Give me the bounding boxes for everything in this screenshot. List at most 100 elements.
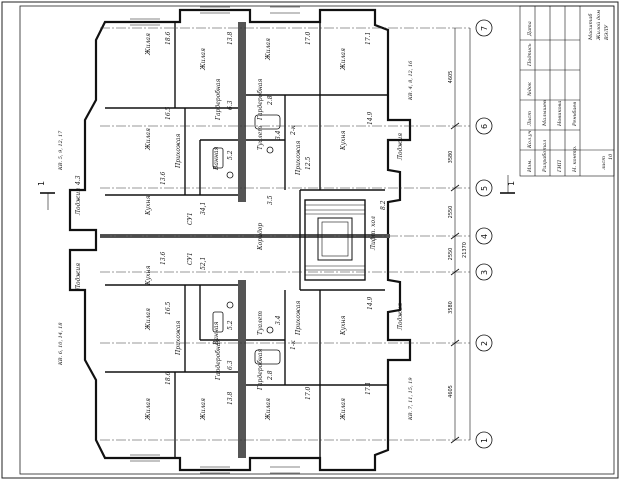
area-25: 17.0 bbox=[305, 386, 312, 400]
room-kitchen-2: Кухня bbox=[145, 196, 152, 216]
axis-bubble bbox=[475, 19, 493, 37]
tb-extra: Жилой дом bbox=[596, 10, 602, 41]
apt-type-2: 1-к bbox=[290, 340, 297, 350]
room-hall-3: Прихожая bbox=[175, 321, 182, 356]
area-15: 8.2 bbox=[380, 200, 387, 210]
interior-walls bbox=[105, 22, 388, 458]
room-living-7: Жилая bbox=[145, 398, 152, 421]
tb-format: ВЭЛУ bbox=[604, 24, 610, 41]
area-23: 18.6 bbox=[165, 371, 172, 385]
bathtubs bbox=[212, 114, 281, 365]
area-12: 13.6 bbox=[160, 171, 167, 185]
series-label-3: КВ. 4, 8, 12, 16 bbox=[408, 60, 414, 101]
room-hall-2: Прихожая bbox=[295, 141, 302, 176]
room-loggia-3: Лоджия bbox=[75, 263, 82, 291]
windows bbox=[130, 6, 300, 474]
apt-sq-1: 34,1 bbox=[200, 202, 207, 215]
apt-type-1: 2-к bbox=[290, 125, 297, 136]
room-kitchen-1: Кухня bbox=[340, 131, 347, 151]
axis-dimension-label: 3580 bbox=[448, 151, 454, 164]
area-8: 5.2 bbox=[227, 150, 234, 160]
room-kitchen-4: Кухня bbox=[340, 316, 347, 336]
area-6: 6.3 bbox=[227, 100, 234, 110]
area-17: 16.5 bbox=[165, 301, 172, 315]
apt-cf-1: СУ1 bbox=[187, 212, 194, 225]
area-4: 17.1 bbox=[365, 32, 372, 45]
axis-bubble bbox=[475, 431, 493, 449]
room-labels: Жилая 13.8 Жилая 18.6 Жилая 17.0 Жилая 1… bbox=[75, 31, 404, 421]
room-closet-1: Гардеробная bbox=[215, 79, 222, 121]
tb-role-3: Н. контр. bbox=[572, 145, 578, 173]
axis-bubble bbox=[475, 334, 493, 352]
room-corridor: Коридор bbox=[257, 223, 264, 251]
area-20: 3.4 bbox=[275, 315, 282, 325]
room-wc-2: Туалет bbox=[257, 311, 264, 335]
apt-cf-2: СУ1 bbox=[187, 252, 194, 265]
room-lift-hall: Лифт. хол bbox=[370, 216, 377, 251]
axis-bubble-label: 3 bbox=[480, 270, 489, 275]
area-26: 17.1 bbox=[365, 382, 372, 395]
area-21: 2.8 bbox=[267, 370, 274, 381]
area-19: 6.3 bbox=[227, 360, 234, 370]
tb-role-1: Разработал bbox=[541, 140, 548, 173]
tb-name-3: Реньбаев bbox=[571, 102, 578, 127]
stair-core bbox=[304, 199, 366, 281]
axis-bubble bbox=[475, 117, 493, 135]
tb-row-4: №док bbox=[527, 82, 533, 97]
area-2: 18.6 bbox=[165, 31, 172, 45]
section-mark-label-right: 1 bbox=[507, 181, 516, 186]
room-closet-4: Гардеробная bbox=[257, 349, 264, 391]
room-living-9: Жилая bbox=[265, 398, 272, 421]
room-living-10: Жилая bbox=[340, 398, 347, 421]
room-hall-1: Прихожая bbox=[175, 134, 182, 169]
axis-dimension-label: 2550 bbox=[448, 206, 454, 219]
tb-row-2: Кол.уч bbox=[527, 130, 533, 149]
area-13: 4.3 bbox=[75, 175, 82, 186]
room-closet-3: Гардеробная bbox=[215, 339, 222, 381]
room-living-6: Жилая bbox=[145, 308, 152, 331]
tb-code: 10 bbox=[608, 153, 614, 160]
area-1: 13.8 bbox=[227, 31, 234, 45]
area-11: 14.9 bbox=[367, 111, 374, 125]
tb-sheet: лист bbox=[601, 156, 607, 170]
title-block-text: Изм. Кол.уч Лист №док Подпись Дата Разра… bbox=[527, 10, 614, 173]
series-label-2: КВ. 6, 10, 14, 18 bbox=[58, 322, 64, 366]
area-16: 13.6 bbox=[160, 251, 167, 265]
tb-stage: Масштаб bbox=[587, 13, 594, 41]
room-kitchen-3: Кухня bbox=[145, 266, 152, 286]
inner-frame bbox=[19, 5, 615, 475]
tb-name-1: Малышев bbox=[542, 100, 548, 127]
area-7: 2.8 bbox=[267, 95, 274, 106]
tb-row-6: Дата bbox=[527, 21, 533, 37]
area-14: 3.5 bbox=[267, 195, 274, 205]
central-wall bbox=[100, 22, 390, 458]
room-living-2: Жилая bbox=[145, 33, 152, 56]
axis-bubble bbox=[475, 179, 493, 197]
dimension-tick bbox=[450, 122, 460, 130]
room-bath-2: Ванная bbox=[213, 322, 220, 346]
room-loggia-1: Лоджия bbox=[397, 133, 404, 161]
area-18: 5.2 bbox=[227, 320, 234, 330]
area-3: 17.0 bbox=[305, 31, 312, 45]
tb-name-2: Новикова bbox=[557, 101, 563, 127]
tb-row-1: Изм. bbox=[527, 159, 533, 173]
room-living-3: Жилая bbox=[265, 38, 272, 61]
axis-dimension-label: 4605 bbox=[448, 71, 454, 84]
room-living-5: Жилая bbox=[145, 128, 152, 151]
room-wc-1: Туалет bbox=[257, 126, 264, 150]
series-label-4: КВ. 7, 11, 15, 19 bbox=[408, 377, 414, 421]
area-5: 16.5 bbox=[165, 106, 172, 120]
dimension-tick bbox=[450, 184, 460, 192]
total-dimension: 21370 bbox=[462, 242, 468, 258]
axis-dimension-label: 3580 bbox=[448, 301, 454, 314]
section-mark-right: 1 bbox=[500, 175, 516, 194]
axis-bubble bbox=[475, 263, 493, 281]
axis-bubble-label: 2 bbox=[480, 341, 489, 346]
building-outline bbox=[68, 8, 412, 472]
tb-row-3: Лист bbox=[527, 111, 533, 127]
axis-bubble-label: 5 bbox=[480, 186, 489, 191]
